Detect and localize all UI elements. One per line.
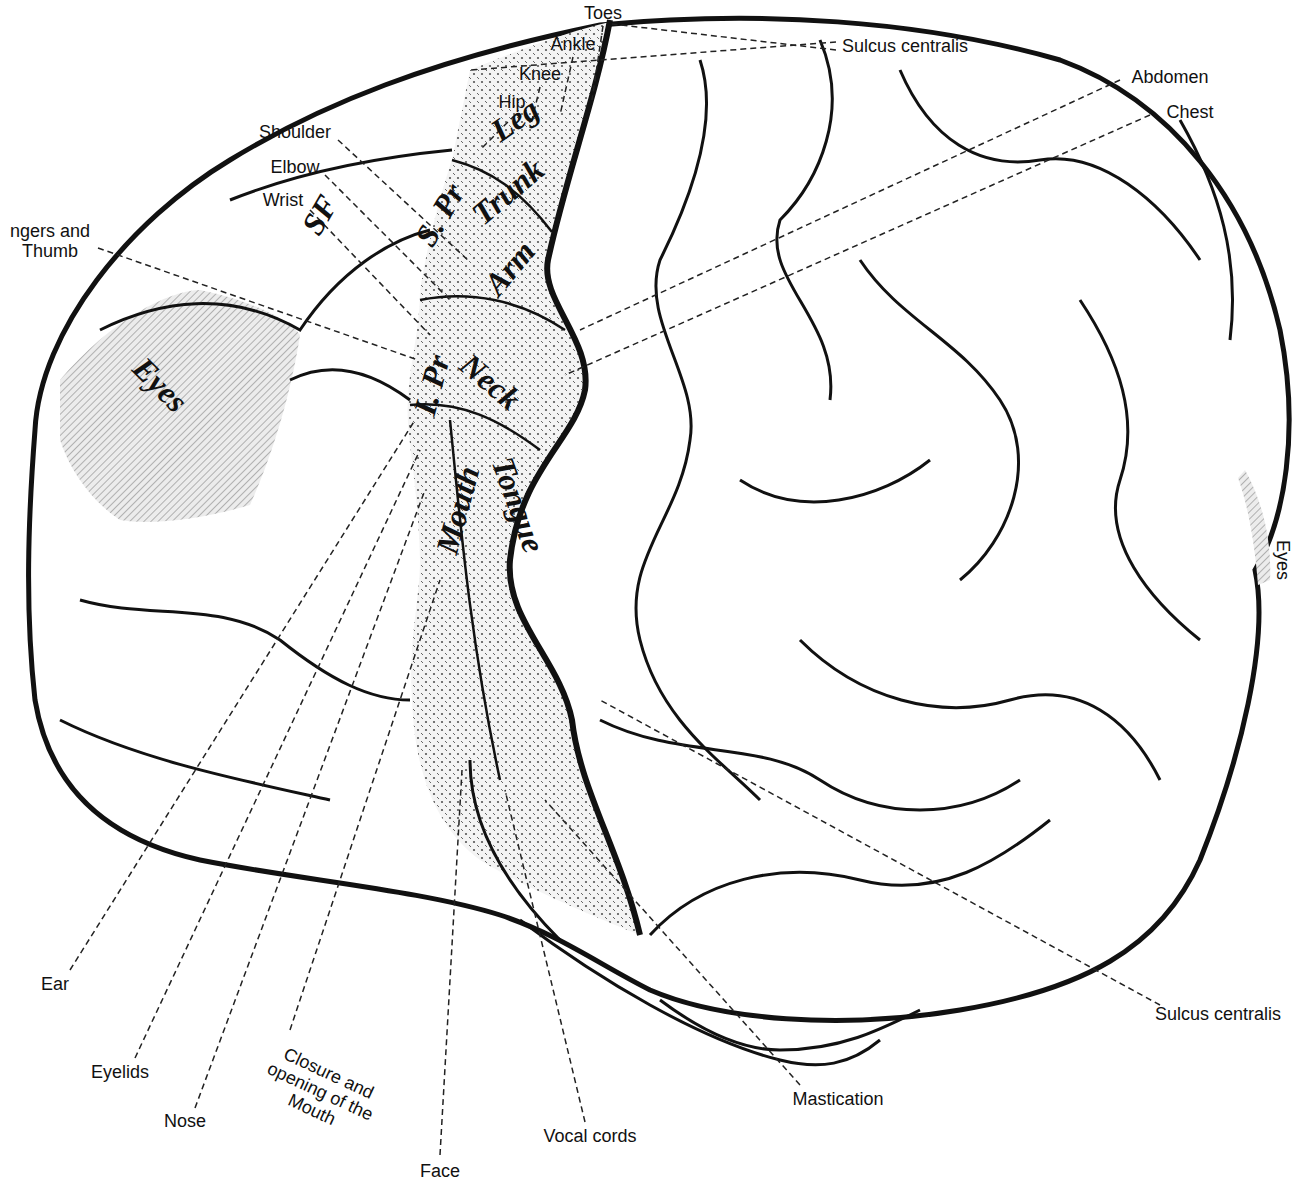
eye-field [60, 290, 300, 522]
part-label: Closure and opening of the Mouth [249, 1038, 392, 1147]
part-label: Ankle [550, 35, 595, 55]
part-label: Ear [41, 975, 69, 995]
part-label: Eyelids [91, 1063, 149, 1083]
part-label: Chest [1166, 103, 1213, 123]
motor-strip [408, 22, 640, 935]
strip-divisions [410, 160, 565, 780]
part-label: Sulcus centralis [842, 37, 968, 57]
part-label: Vocal cords [543, 1127, 636, 1147]
leader-lines [70, 24, 1160, 1155]
lower-contour [520, 920, 880, 1065]
part-label: Toes [584, 4, 622, 24]
part-label: Mastication [792, 1090, 883, 1110]
part-label: Shoulder [259, 123, 331, 143]
brain-gyri [60, 40, 1233, 1050]
part-label: Elbow [270, 158, 319, 178]
brain-outline [29, 18, 1290, 1020]
eye-field-right [1238, 470, 1270, 585]
part-label: Wrist [263, 191, 304, 211]
part-label: Abdomen [1131, 68, 1208, 88]
part-label: Knee [519, 65, 561, 85]
part-label: Nose [164, 1112, 206, 1132]
part-label: Eyes [1272, 540, 1292, 580]
part-label: Sulcus centralis [1155, 1005, 1281, 1025]
part-label: ngers and Thumb [4, 222, 96, 262]
part-label: Face [420, 1162, 460, 1182]
